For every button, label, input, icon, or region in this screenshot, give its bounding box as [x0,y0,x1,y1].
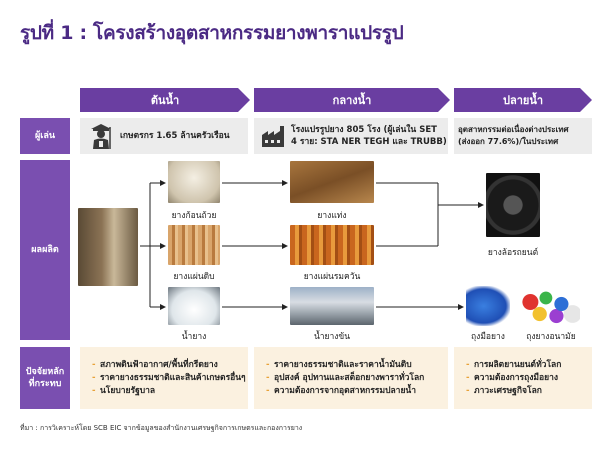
page-title: รูปที่ 1 : โครงสร้างอุตสาหกรรมยางพาราแปร… [20,22,404,44]
rubber-tapping-photo [78,208,138,286]
players-midstream: โรงแปรรูปยาง 805 โรง (ผู้เล่นใน SET 4 รา… [254,118,448,154]
caption-condoms: ถุงยางอนามัย [526,332,576,342]
factors-upstream: สภาพดินฟ้าอากาศ/พื้นที่กรีดยาง ราคายางธร… [80,347,248,409]
cup-lump-photo [168,161,220,203]
block-rubber-photo [290,161,374,203]
row-label-factors: ปัจจัยหลัก ที่กระทบ [20,347,70,409]
rubber-sheet-photo [168,225,220,265]
factor-midstream-1: ราคายางธรรมชาติและราคาน้ำมันดิบ [266,359,424,372]
factor-upstream-2: ราคายางธรรมชาติและสินค้าเกษตรอื่นๆ [92,372,246,385]
caption-concentrated-latex: น้ำยางข้น [313,332,351,342]
caption-tires: ยางล้อรถยนต์ [487,248,539,258]
factors-downstream: การผลิตยานยนต์ทั่วโลก ความต้องการถุงมือย… [454,347,592,409]
row-label-products: ผลผลิต [20,160,70,340]
caption-rubber-sheet: ยางแผ่นดิบ [173,272,215,282]
factor-upstream-1: สภาพดินฟ้าอากาศ/พื้นที่กรีดยาง [92,359,246,372]
factor-downstream-3: ภาวะเศรษฐกิจโลก [466,385,561,398]
row-label-players: ผู้เล่น [20,118,70,154]
factors-midstream: ราคายางธรรมชาติและราคาน้ำมันดิบ อุปสงค์ … [254,347,448,409]
players-downstream: อุตสาหกรรมต่อเนื่องต่างประเทศ (ส่งออก 77… [454,118,592,154]
tire-photo [486,173,540,237]
source-note: ที่มา : การวิเคราะห์โดย SCB EIC จากข้อมู… [20,424,303,432]
factor-midstream-2: อุปสงค์ อุปทานและสต็อกยางพาราทั่วโลก [266,372,424,385]
stage-midstream-label: กลางน้ำ [332,94,372,107]
condom-photo [518,286,580,326]
latex-photo [168,287,220,325]
stage-downstream-label: ปลายน้ำ [502,94,544,107]
caption-smoked-sheet: ยางแผ่นรมควัน [303,272,361,282]
players-midstream-line2: 4 ราย: STA NER TEGH และ TRUBB) [291,137,447,147]
factor-midstream-3: ความต้องการจากอุตสาหกรรมปลายน้ำ [266,385,424,398]
factor-downstream-1: การผลิตยานยนต์ทั่วโลก [466,359,561,372]
stage-midstream: กลางน้ำ [254,88,450,112]
stage-upstream-label: ต้นน้ำ [150,94,180,107]
players-midstream-line1: โรงแปรรูปยาง 805 โรง (ผู้เล่นใน SET [291,124,437,135]
smoked-sheet-photo [290,225,374,265]
players-downstream-line1: อุตสาหกรรมต่อเนื่องต่างประเทศ [458,125,569,135]
concentrated-latex-photo [290,287,374,325]
row-label-players-text: ผู้เล่น [34,130,56,141]
caption-block-rubber: ยางแท่ง [317,211,347,221]
row-label-factors-text: ปัจจัยหลัก ที่กระทบ [25,366,65,389]
factory-icon [262,126,284,147]
players-upstream: เกษตรกร 1.65 ล้านครัวเรือน [80,118,248,154]
stage-downstream: ปลายน้ำ [454,88,592,112]
row-label-products-text: ผลผลิต [31,244,59,255]
players-upstream-text: เกษตรกร 1.65 ล้านครัวเรือน [120,130,230,141]
caption-latex: น้ำยาง [181,332,207,342]
glove-photo [466,286,510,326]
farmer-icon [91,124,111,149]
stage-upstream: ต้นน้ำ [80,88,250,112]
caption-gloves: ถุงมือยาง [471,332,505,342]
players-downstream-line2: (ส่งออก 77.6%)/ในประเทศ [458,137,559,146]
factor-upstream-3: นโยบายรัฐบาล [92,385,246,398]
factor-downstream-2: ความต้องการถุงมือยาง [466,372,561,385]
caption-cup-lump: ยางก้อนถ้วย [171,211,217,221]
